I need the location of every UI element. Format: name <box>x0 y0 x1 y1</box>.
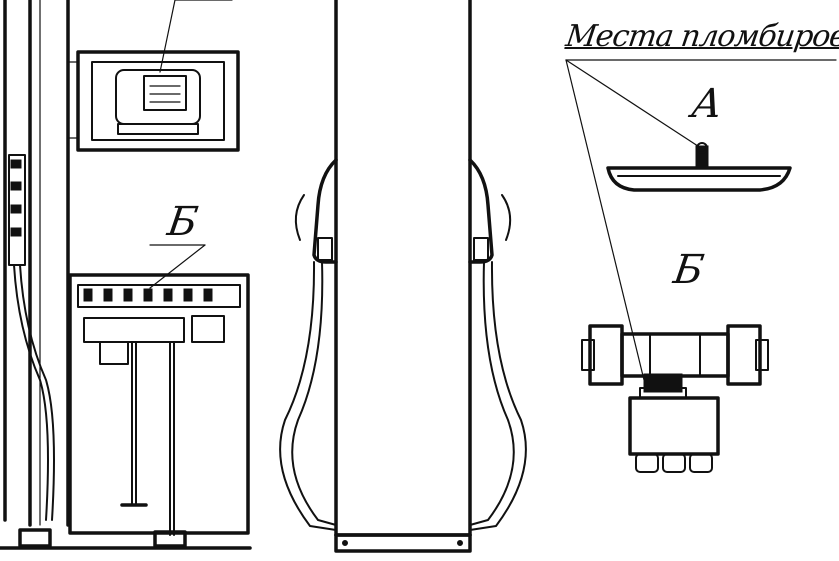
cabinet-b-label: Б <box>164 199 201 245</box>
detail-a-bar <box>606 142 792 192</box>
detail-b-valve <box>581 324 769 473</box>
detail-a-label: А <box>688 81 726 127</box>
left-nozzle-hose <box>279 158 338 531</box>
left-column <box>3 0 70 527</box>
leader-lines <box>565 59 837 381</box>
detail-b-label: Б <box>670 247 707 293</box>
sealing-places-caption: Места пломбировки <box>563 19 839 54</box>
right-nozzle-hose <box>468 158 527 531</box>
meter-box <box>67 0 240 152</box>
control-cabinet <box>0 244 252 550</box>
center-body <box>334 0 472 553</box>
